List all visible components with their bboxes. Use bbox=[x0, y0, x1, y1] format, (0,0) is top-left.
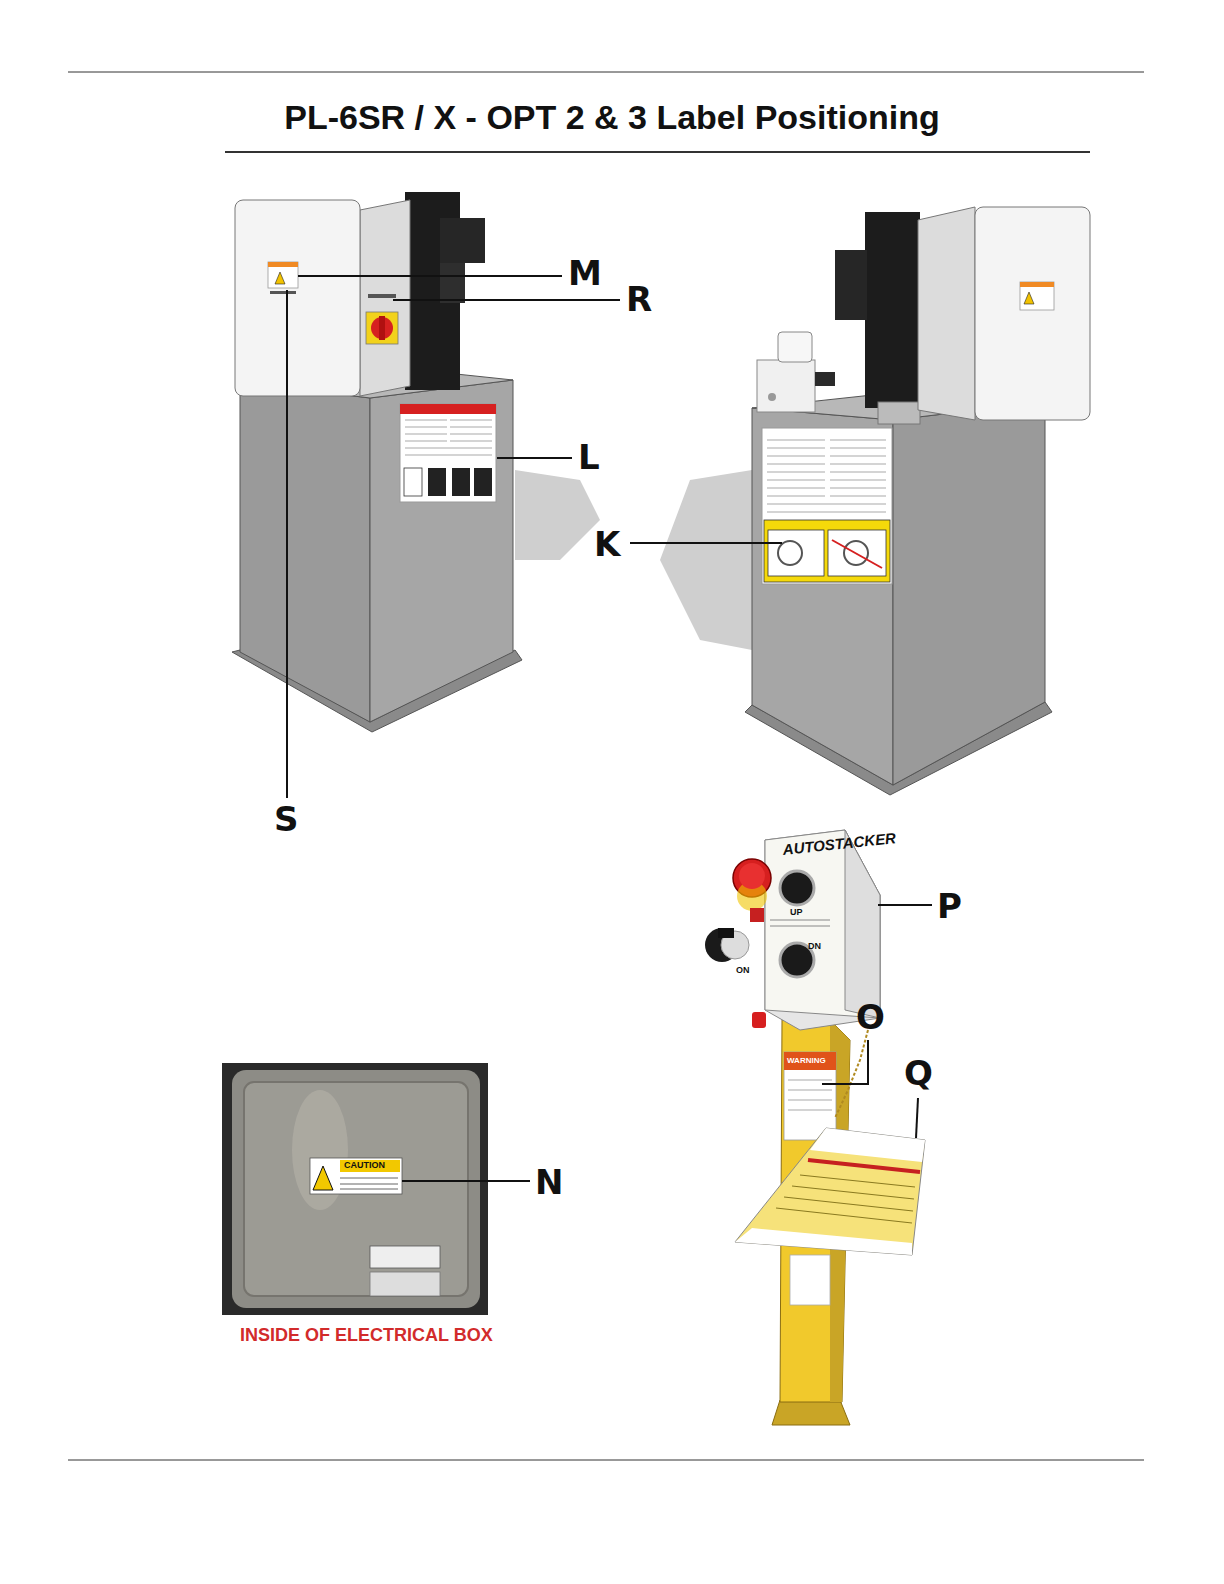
callout-letter: L bbox=[578, 440, 600, 474]
callout-letter: N bbox=[535, 1165, 563, 1199]
page-title: PL-6SR / X - OPT 2 & 3 Label Positioning bbox=[0, 100, 1224, 134]
callout-letter: Q bbox=[904, 1056, 933, 1090]
callout-letter: M bbox=[568, 256, 602, 290]
callout-letter: S bbox=[274, 802, 299, 836]
button-label: ON bbox=[736, 966, 750, 975]
sticker-heading: WARNING bbox=[787, 1057, 826, 1065]
photo-caption: INSIDE OF ELECTRICAL BOX bbox=[240, 1326, 493, 1344]
sticker-heading: CAUTION bbox=[344, 1161, 385, 1170]
button-label: UP bbox=[790, 908, 803, 917]
button-label: DN bbox=[808, 942, 821, 951]
callout-letter: P bbox=[937, 889, 962, 923]
callout-letter: K bbox=[594, 527, 620, 561]
callout-letter: O bbox=[856, 1000, 885, 1034]
callout-letter: R bbox=[626, 282, 652, 316]
